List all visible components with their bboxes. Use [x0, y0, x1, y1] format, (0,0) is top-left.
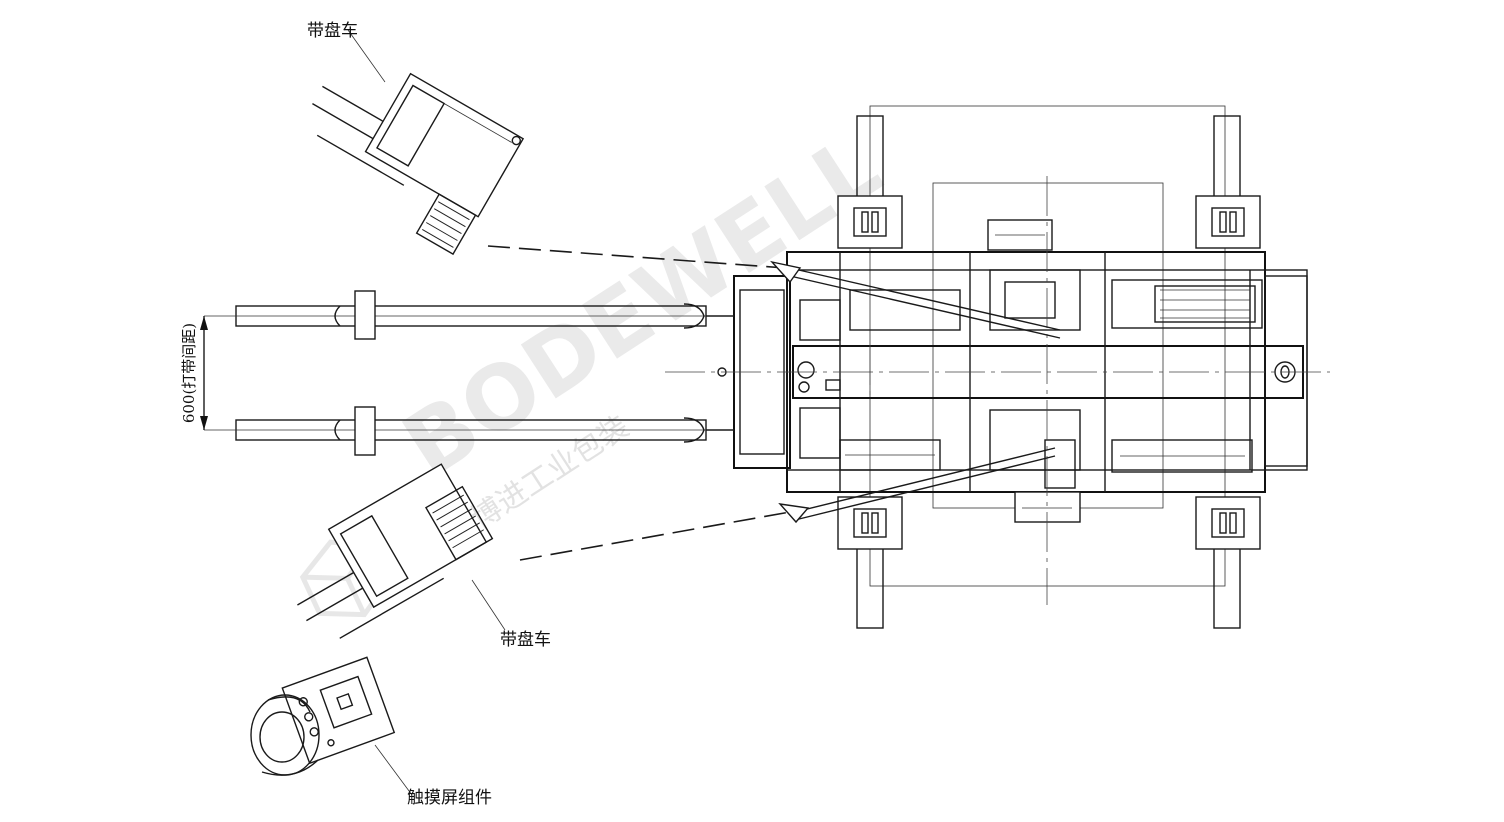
label-reel-cart-top: 带盘车 — [307, 21, 358, 41]
foot-block — [1195, 195, 1261, 249]
dimension-strap-spacing: 600(打带间距) — [180, 315, 236, 431]
machine-frame — [665, 105, 1330, 629]
feed-arms — [235, 290, 734, 456]
dimension-label: 600(打带间距) — [180, 323, 198, 423]
reel-cart-top — [312, 72, 525, 256]
reel-cart-bottom — [297, 463, 494, 639]
foot-block — [837, 496, 903, 550]
foot-block — [1195, 496, 1261, 550]
strap-paths — [487, 245, 1061, 561]
label-reel-cart-bottom: 带盘车 — [500, 630, 551, 650]
touchscreen-assembly — [281, 656, 396, 765]
label-touchscreen: 触摸屏组件 — [407, 788, 492, 808]
operator-icon — [250, 694, 320, 776]
foot-block — [837, 195, 903, 249]
